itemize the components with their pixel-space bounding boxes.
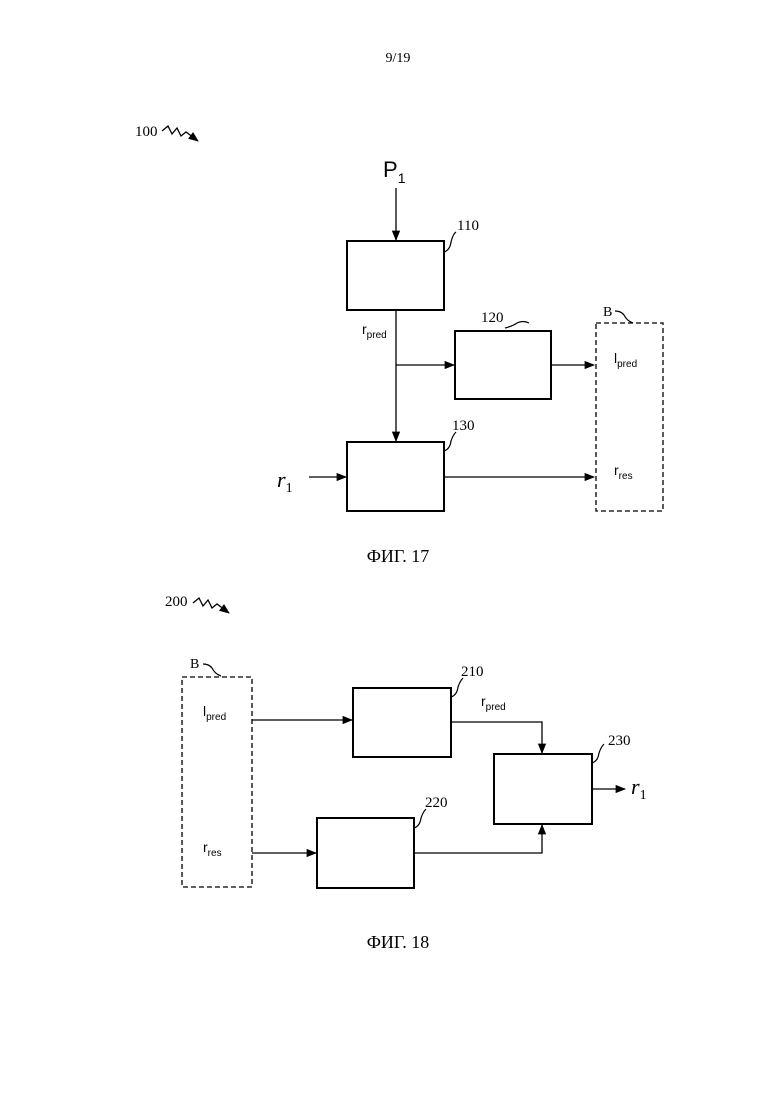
fig17-output-lpred: lpred xyxy=(614,350,637,370)
fig17-label-110: 110 xyxy=(457,218,479,234)
fig18-arrow-210-to-230 xyxy=(451,722,542,753)
fig17-block-110 xyxy=(347,241,444,310)
fig18-output-r: r1 xyxy=(631,774,647,803)
figure-17: 100 P1 110 rpred 120 130 r1 B lpred rres… xyxy=(135,124,663,566)
fig17-input-p: P1 xyxy=(383,157,406,186)
figure-18: 200 B lpred rres 210 rpred 230 r1 220 ФИ… xyxy=(165,594,647,952)
fig18-input-rres: rres xyxy=(203,839,222,859)
fig18-box-label: B xyxy=(190,657,199,672)
fig18-block-230 xyxy=(494,754,592,824)
fig18-label-230: 230 xyxy=(608,733,631,749)
fig18-reference-arrow xyxy=(193,598,229,613)
fig18-leader-220 xyxy=(414,809,426,828)
fig17-input-r: r1 xyxy=(277,467,293,496)
fig18-caption: ФИГ. 18 xyxy=(367,932,430,952)
fig17-label-130: 130 xyxy=(452,418,475,434)
fig17-caption: ФИГ. 17 xyxy=(367,546,430,566)
fig17-reference-number: 100 xyxy=(135,124,158,140)
fig18-signal-rpred: rpred xyxy=(481,693,506,713)
fig18-box-leader xyxy=(203,664,221,676)
fig18-block-210 xyxy=(353,688,451,757)
fig18-leader-210 xyxy=(451,678,463,697)
fig17-block-130 xyxy=(347,442,444,511)
fig17-box-label: B xyxy=(603,305,612,320)
fig18-block-220 xyxy=(317,818,414,888)
fig18-label-220: 220 xyxy=(425,795,448,811)
fig17-leader-130 xyxy=(444,432,456,451)
fig18-arrow-220-to-230 xyxy=(414,825,542,853)
fig17-bitstream-box xyxy=(596,323,663,511)
fig17-output-rres: rres xyxy=(614,462,633,482)
fig17-label-120: 120 xyxy=(481,310,504,326)
fig18-label-210: 210 xyxy=(461,664,484,680)
page-number: 9/19 xyxy=(386,51,411,66)
fig17-leader-110 xyxy=(444,232,456,252)
fig17-box-leader xyxy=(615,311,633,323)
fig18-reference-number: 200 xyxy=(165,594,188,610)
fig18-leader-230 xyxy=(592,744,604,763)
fig17-block-120 xyxy=(455,331,551,399)
fig17-reference-arrow xyxy=(162,126,198,141)
fig17-leader-120 xyxy=(505,322,529,329)
fig18-input-lpred: lpred xyxy=(203,703,226,723)
fig17-signal-rpred: rpred xyxy=(362,321,387,341)
